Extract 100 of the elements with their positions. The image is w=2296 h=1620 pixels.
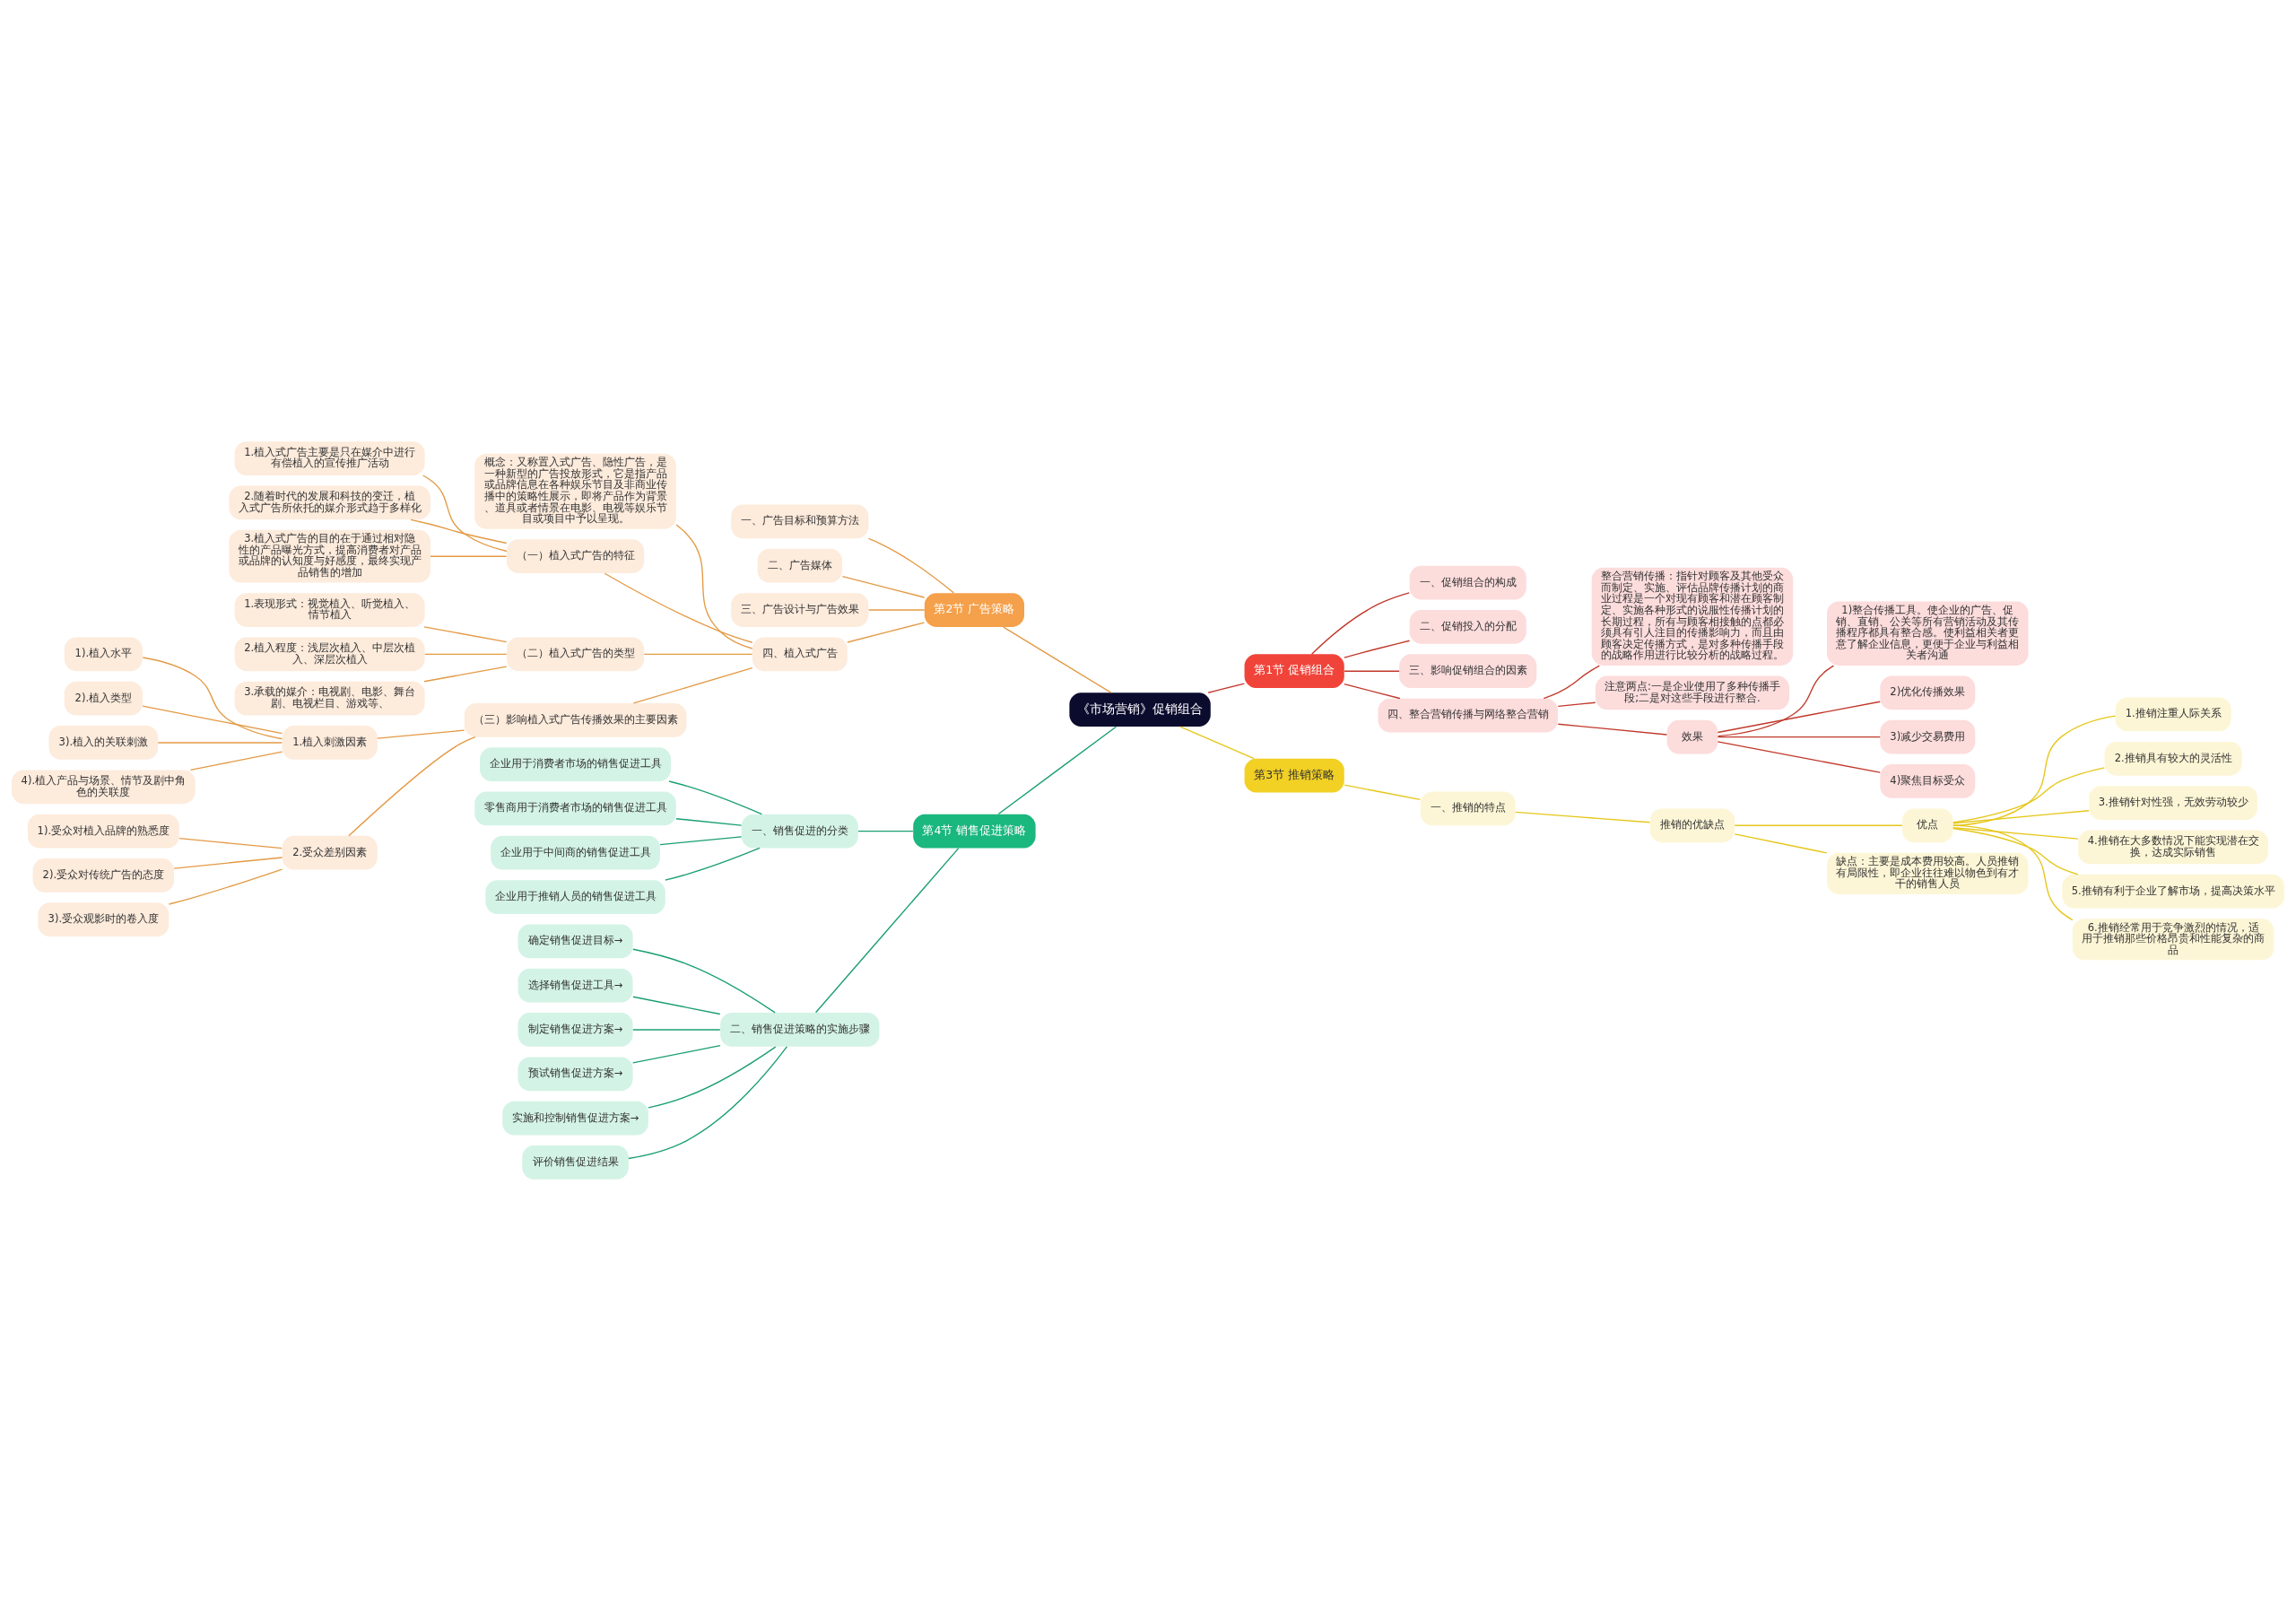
node-box: 3.植入式广告的目的在于通过相对隐性的产品曝光方式，提高消费者对产品或品牌的认知度与好感度，最终实现产品销售的增加 — [229, 529, 430, 583]
node-box: 注意两点:一是企业使用了多种传播手段;二是对这些手段进行整合. — [1595, 675, 1790, 710]
connector — [1344, 683, 1401, 699]
node-box: 整合营销传播：指针对顾客及其他受众而制定、实施、评估品牌传播计划的商业过程是一个对现有顾客和潜在顾客制定、实施各种形式的说服性传播计划的长期过程，所有与顾客相接触的点都必须具有引人注目的传播影响力，而且由顾客决定传播方式，是对多种传播手段的战略作用进行比较分析的战略过程。 — [1591, 567, 1794, 666]
node-box: 一、销售促进的分类 — [741, 814, 858, 848]
node-box: 1.植入刺激因素 — [282, 725, 378, 760]
connector — [178, 837, 283, 849]
connector — [430, 555, 508, 557]
node-box: 制定销售促进方案→ — [517, 1012, 633, 1047]
node-box: 一、推销的特点 — [1420, 791, 1516, 825]
node-box: 1.表现形式：视觉植入、听觉植入、情节植入 — [234, 592, 425, 627]
connector — [1952, 826, 2079, 840]
connector — [1179, 725, 1255, 759]
connector — [632, 666, 753, 704]
node-box: 企业用于中间商的销售促进工具 — [491, 835, 660, 870]
connector — [189, 751, 283, 771]
node-box: 第4节 销售促进策略 — [913, 814, 1036, 848]
connector — [1344, 640, 1411, 658]
node-box: 第2节 广告策略 — [924, 592, 1024, 627]
node-box: 1.推销注重人际关系 — [2115, 697, 2231, 731]
connector — [1952, 809, 2090, 823]
connector — [423, 625, 508, 642]
node-box: 4).植入产品与场景、情节及剧中角色的关联度 — [12, 769, 196, 804]
node-box: 企业用于推销人员的销售促进工具 — [485, 879, 665, 914]
node-box: （二）植入式广告的类型 — [506, 636, 645, 671]
connector — [643, 653, 753, 655]
node-box: 3).植入的关联刺激 — [48, 725, 159, 760]
node-box: 一、促销组合的构成 — [1409, 565, 1526, 599]
connector — [668, 780, 763, 814]
node-box: 预试销售促进方案→ — [517, 1056, 633, 1091]
node-box: 6.推销经常用于竞争激烈的情况，适用于推销那些价格昂贵和性能复杂的商品 — [2072, 918, 2274, 960]
node-box: 4.推销在大多数情况下能实现潜在交换，达成实际销售 — [2078, 830, 2269, 864]
connector — [423, 665, 508, 682]
connector — [1310, 591, 1410, 655]
connector — [604, 572, 753, 643]
connector — [1515, 811, 1651, 823]
node-box: 效果 — [1666, 719, 1718, 754]
node-box: 第3节 推销策略 — [1244, 758, 1344, 793]
connector — [632, 948, 776, 1014]
node-box: 5.推销有利于企业了解市场，提高决策水平 — [2062, 874, 2284, 909]
connector — [410, 518, 508, 544]
node-box: 2)优化传播效果 — [1880, 675, 1976, 710]
connector — [173, 856, 283, 869]
node-box: 零售商用于消费者市场的销售促进工具 — [474, 791, 676, 825]
node-box: 企业用于消费者市场的销售促进工具 — [480, 746, 672, 781]
connector — [1557, 701, 1596, 707]
node-box: （一）植入式广告的特征 — [506, 538, 645, 573]
node-box: 4)聚焦目标受众 — [1880, 763, 1976, 798]
connector — [1207, 682, 1246, 693]
connector — [1717, 664, 1835, 736]
connector — [377, 729, 465, 739]
connector — [997, 726, 1118, 814]
connector — [1952, 766, 2106, 823]
node-box: 推销的优缺点 — [1649, 807, 1735, 842]
connector — [1543, 664, 1600, 699]
node-box: 《市场营销》促销组合 — [1069, 692, 1211, 727]
connector — [1344, 670, 1400, 672]
node-box: 二、销售促进策略的实施步骤 — [720, 1012, 880, 1047]
node-box: 3.推销针对性强，无效劳动较少 — [2089, 785, 2258, 820]
node-box: 二、促销投入的分配 — [1409, 609, 1526, 644]
connector — [632, 1044, 721, 1064]
connector — [168, 867, 283, 905]
connector — [867, 537, 955, 594]
node-box: 二、广告媒体 — [757, 548, 842, 583]
node-box: 确定销售促进目标→ — [517, 923, 633, 958]
node-box: 2).植入类型 — [64, 681, 143, 716]
node-box: 2.受众差别因素 — [282, 835, 378, 870]
node-box: 2.推销具有较大的灵活性 — [2104, 741, 2242, 776]
node-box: 3.承载的媒介：电视剧、电影、舞台剧、电视栏目、游戏等、 — [234, 681, 425, 716]
node-box: 实施和控制销售促进方案→ — [502, 1101, 648, 1135]
node-box: 2.植入程度：浅层次植入、中层次植入、深层次植入 — [234, 636, 425, 671]
connector — [1952, 714, 2117, 826]
connector — [814, 847, 960, 1013]
connector — [659, 835, 743, 845]
connector — [1952, 823, 2074, 920]
node-box: 第1节 促销组合 — [1244, 653, 1344, 688]
node-box: 3).受众观影时的卷入度 — [38, 901, 170, 936]
connector — [1344, 784, 1422, 800]
node-box: 1)整合传播工具。使企业的广告、促销、直销、公关等所有营销活动及其传播程序都具有整合感。使利益相关者更意了解企业信息，更便于企业与利益相关者沟通 — [1827, 601, 2029, 666]
connector — [632, 1028, 721, 1031]
connector — [665, 847, 761, 881]
node-box: 1.植入式广告主要是只在媒介中进行有偿植入的宣传推广活动 — [234, 440, 425, 475]
node-box: 1).植入水平 — [64, 636, 143, 671]
node-box: 四、整合营销传播与网络整合营销 — [1378, 698, 1558, 732]
connector — [675, 523, 753, 649]
connector — [157, 741, 283, 744]
connector — [675, 817, 743, 826]
connector — [424, 653, 508, 655]
node-box: 3)减少交易费用 — [1880, 719, 1976, 754]
connector — [142, 656, 283, 739]
node-box: 优点 — [1901, 807, 1953, 842]
connector — [348, 736, 476, 836]
connector — [1952, 827, 2079, 875]
connector — [1557, 723, 1668, 736]
connector — [1717, 736, 1881, 737]
connector — [648, 1045, 777, 1109]
connector — [422, 474, 508, 552]
node-box: 概念：又称置入式广告、隐性广告，是一种新型的广告投放形式，它是指产品或品牌信息在各种娱乐节目及非商业传播中的策略性展示，即将产品作为背景、道具或者情景在电影、电视等娱乐节目或项目中予以呈现。 — [474, 453, 676, 529]
node-box: 三、广告设计与广告效果 — [731, 592, 869, 627]
node-box: （三）影响植入式广告传播效果的主要因素 — [464, 702, 687, 737]
